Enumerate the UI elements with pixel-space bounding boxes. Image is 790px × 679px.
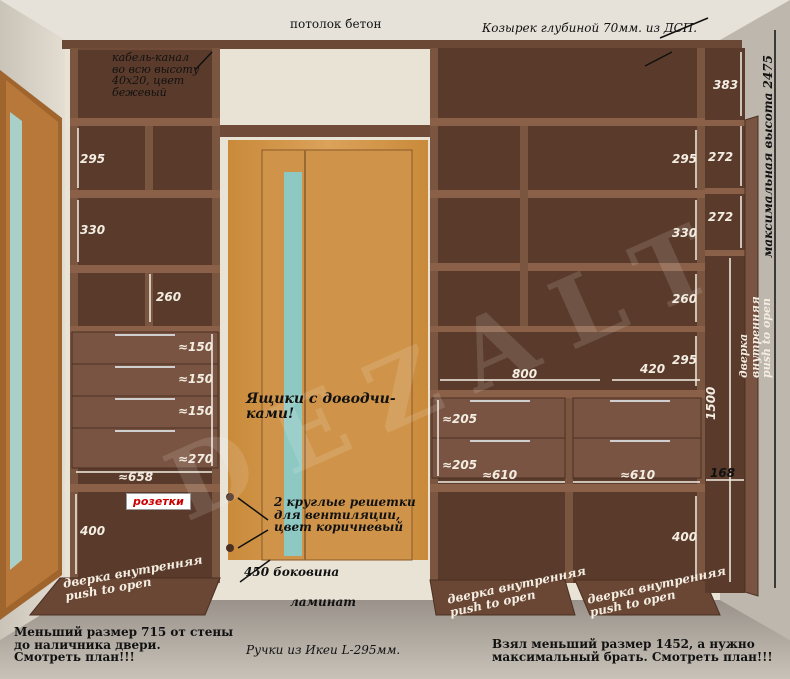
sockets-badge: розетки <box>126 493 191 510</box>
left-size-note: Меньший размер 715 от стены до наличника… <box>14 625 234 665</box>
dim-right-330: 330 <box>672 226 698 240</box>
dim-drawer-205-a: ≈205 <box>442 412 478 426</box>
ceiling-label: потолок бетон <box>290 17 382 31</box>
dim-right-400: 400 <box>672 530 698 544</box>
dim-right-1500: 1500 <box>704 386 718 420</box>
dim-width-420: 420 <box>640 362 666 376</box>
left-door-glass <box>10 112 22 570</box>
dim-right-168: 168 <box>710 466 736 480</box>
dim-left-400: 400 <box>80 524 106 538</box>
dim-width-800: 800 <box>512 367 538 381</box>
dim-right-295-b: 295 <box>672 353 698 367</box>
dim-right-272-b: 272 <box>708 210 734 224</box>
dim-left-260: 260 <box>156 290 182 304</box>
dim-width-658: ≈658 <box>118 470 154 484</box>
right-column <box>705 48 759 597</box>
laminate-label: ламинат <box>290 595 356 609</box>
side-panel-label: 450 боковина <box>244 565 340 579</box>
drawers-closer-label: Ящики с доводчи- ками! <box>246 391 396 422</box>
ceiling <box>0 0 790 40</box>
doorway <box>220 125 432 561</box>
dim-drawer-270: ≈270 <box>178 452 214 466</box>
right-cabinet <box>429 48 721 616</box>
dim-right-383: 383 <box>713 78 739 92</box>
handles-note: Ручки из Икеи L-295мм. <box>246 643 401 657</box>
dim-right-260: 260 <box>672 292 698 306</box>
max-height-label: максимальная высота 2475 <box>761 55 775 258</box>
dim-drawer-150-b: ≈150 <box>178 372 214 386</box>
visor-label: Козырек глубиной 70мм. из ДСП. <box>482 21 698 35</box>
vents-label: 2 круглые решетки для вентиляции, цвет к… <box>274 495 416 535</box>
dim-width-610-b: ≈610 <box>620 468 656 482</box>
right-size-note: Взял меньший размер 1452, а нужно максим… <box>492 637 773 664</box>
dimension-lines <box>75 52 744 582</box>
black-dimension-lines <box>194 17 776 588</box>
dim-right-272-a: 272 <box>708 150 734 164</box>
left-cabinet <box>28 48 221 616</box>
dim-left-295: 295 <box>80 152 106 166</box>
door-far-right-label: дверка внутренняя push to open <box>737 296 774 378</box>
door-glass <box>284 172 302 556</box>
dim-drawer-150-a: ≈150 <box>178 340 214 354</box>
dim-drawer-205-b: ≈205 <box>442 458 478 472</box>
floor <box>0 600 790 679</box>
dim-left-330: 330 <box>80 223 106 237</box>
cable-channel-label: кабель-канал во всю высоту 40х20, цвет б… <box>112 51 200 99</box>
dim-width-610-a: ≈610 <box>482 468 518 482</box>
dim-right-295: 295 <box>672 152 698 166</box>
top-visor <box>62 40 742 49</box>
dim-drawer-150-c: ≈150 <box>178 404 214 418</box>
